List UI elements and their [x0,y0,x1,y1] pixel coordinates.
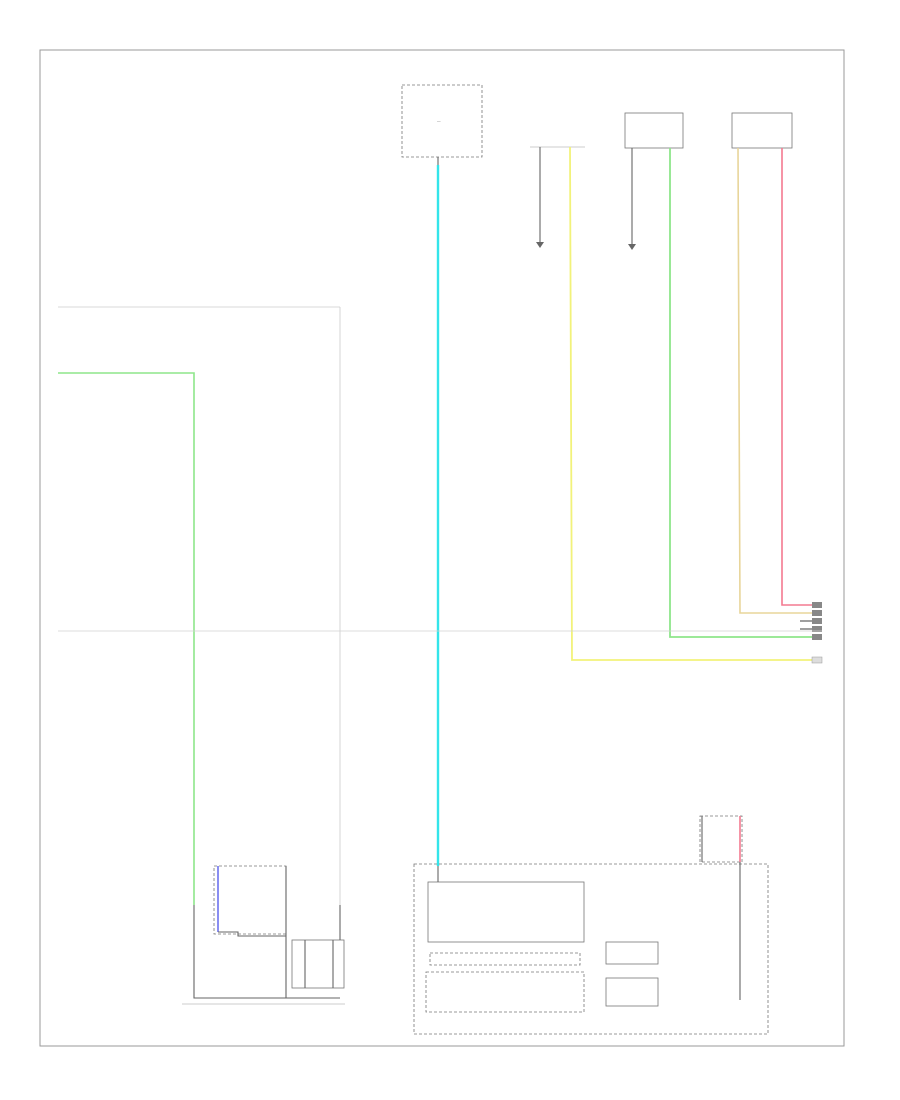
wire-green-right [669,148,812,638]
component-sensor [182,865,345,1005]
svg-text:—: — [437,119,441,123]
component-top-1: — [401,84,483,165]
wire-yellow [569,146,812,661]
wire-green-left [58,372,195,905]
component-top-4 [731,112,793,149]
component-right-small [699,815,743,1000]
component-top-2 [530,146,585,248]
diagram-frame [39,49,845,1047]
wire-tan [737,147,812,614]
component-module [413,863,769,1035]
wire-pink [781,148,812,606]
connector-right [811,602,823,664]
component-top-3 [624,112,684,250]
